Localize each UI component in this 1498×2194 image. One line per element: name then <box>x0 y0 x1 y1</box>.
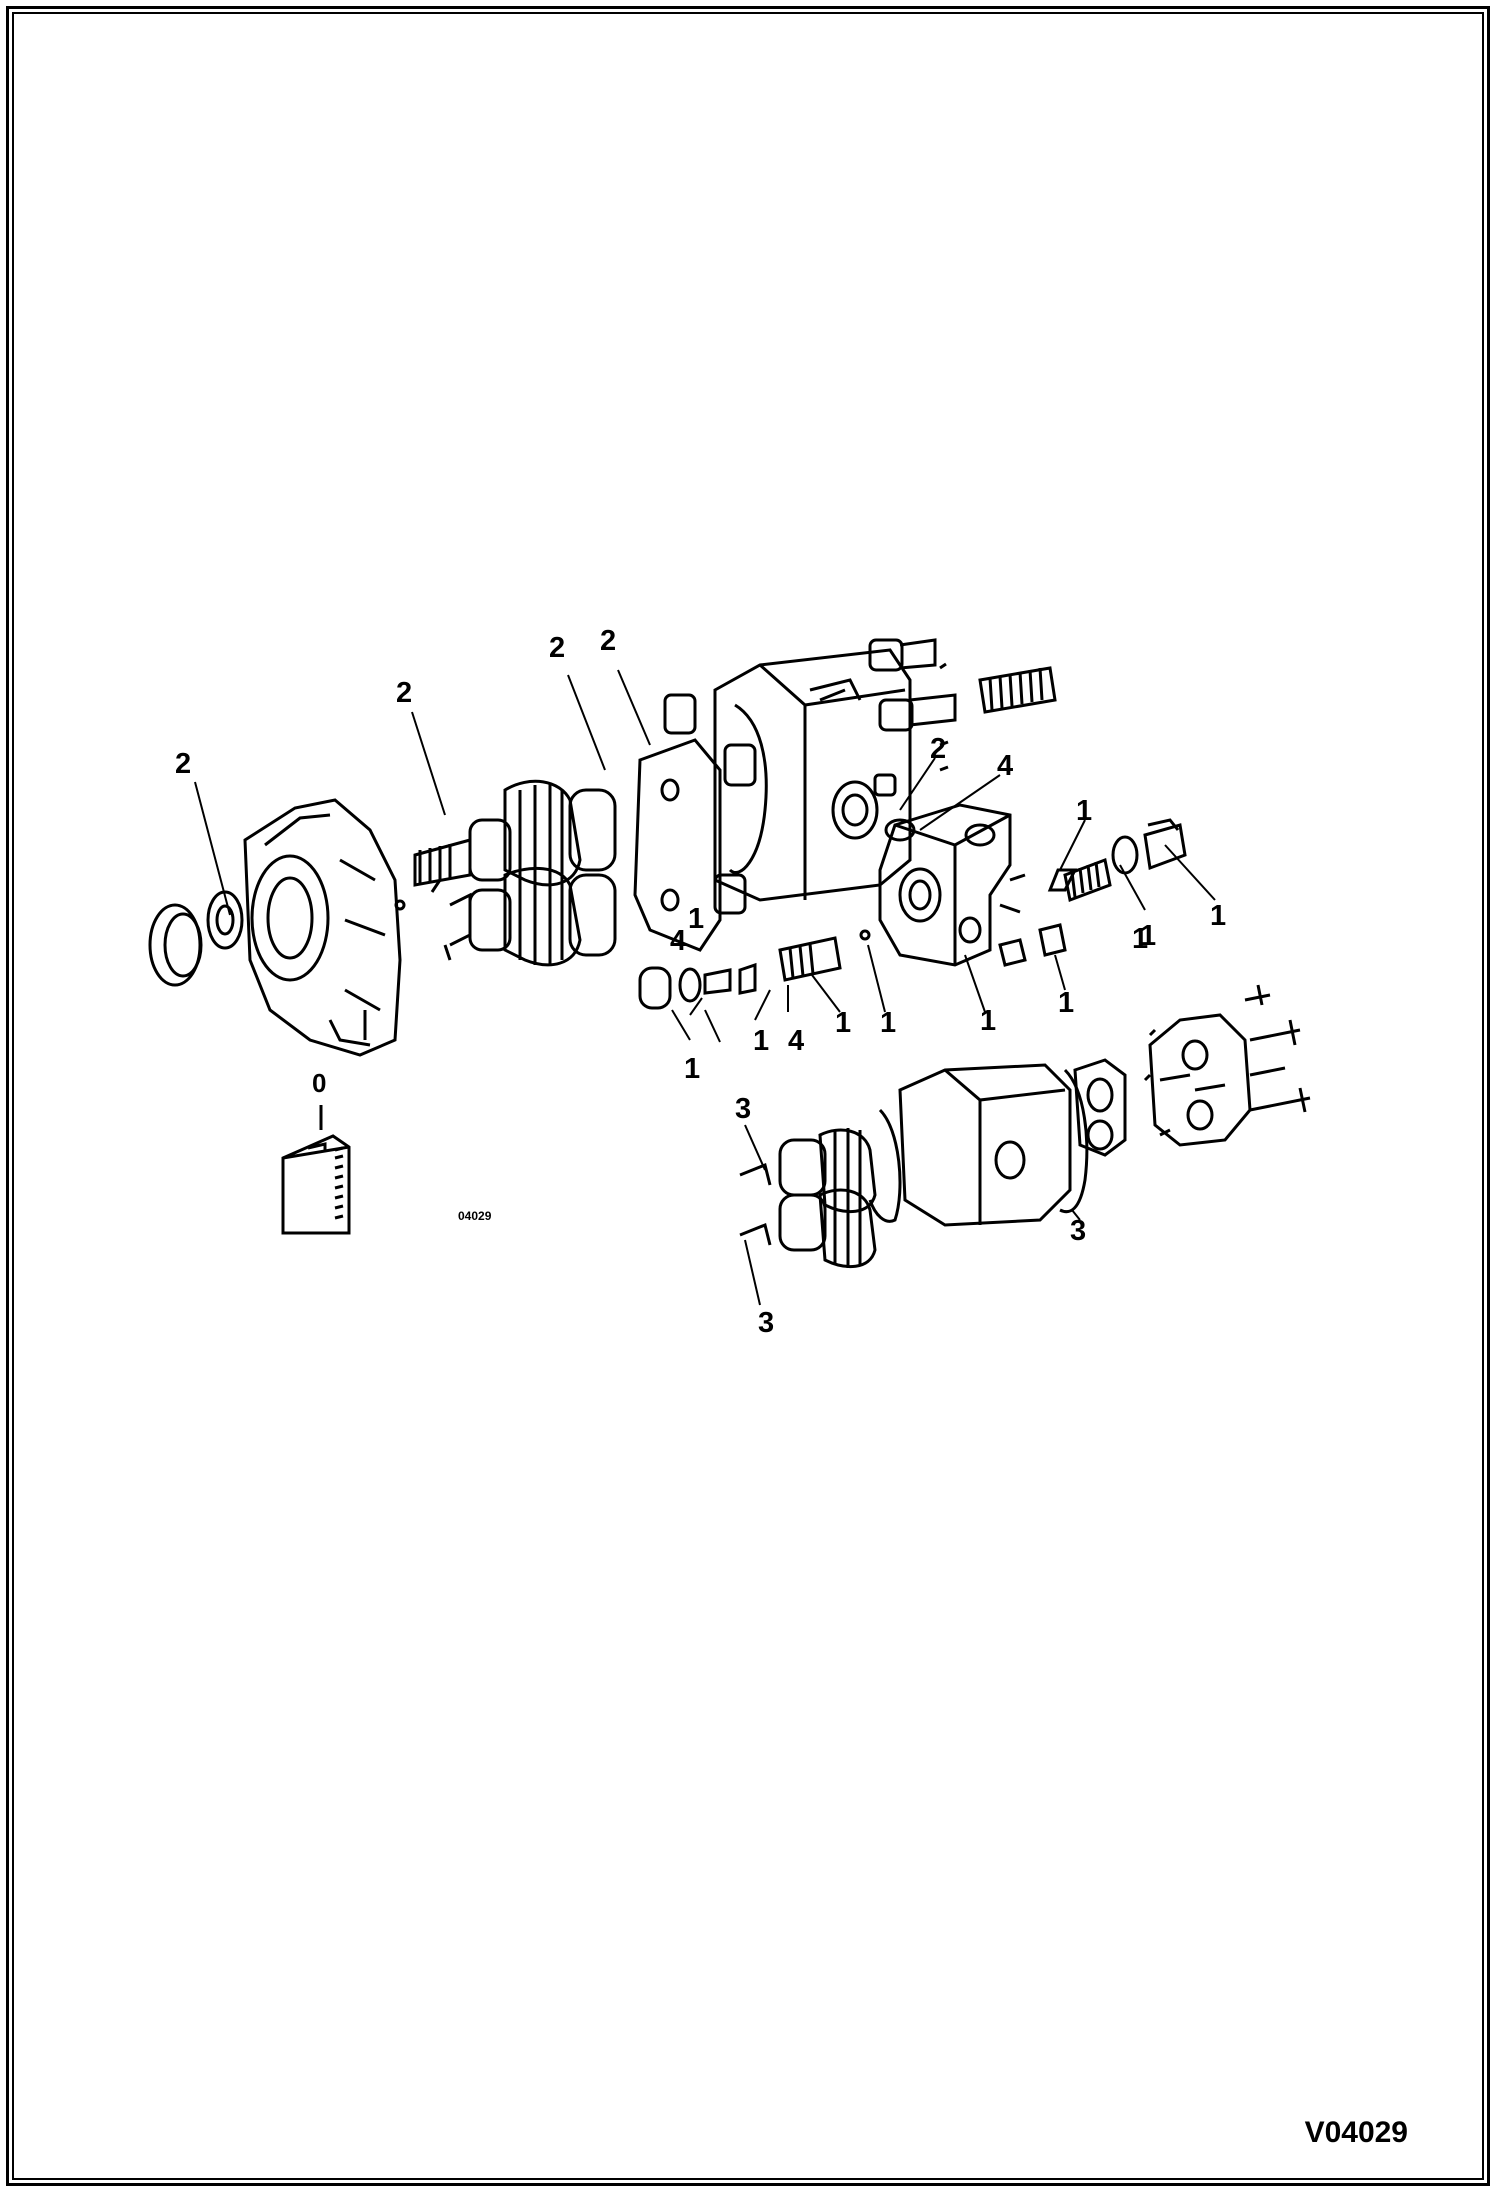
callout-1-fitting: 1 <box>1058 987 1074 1019</box>
callout-4-seal: 4 <box>788 1025 804 1057</box>
callout-1-pin: 1 <box>688 903 704 935</box>
callout-2-gasket: 2 <box>600 625 616 657</box>
callout-4-oring: 4 <box>670 925 686 957</box>
figure-small-label: 04029 <box>458 1209 492 1223</box>
callout-3-clip-lower: 3 <box>758 1307 774 1339</box>
rear-pump-body <box>868 1063 1089 1227</box>
mounting-flange <box>148 798 406 1057</box>
callout-1-spring-top: 1 <box>1076 795 1092 827</box>
gasket <box>633 738 722 952</box>
pump-body <box>713 638 914 902</box>
callout-3-seal-ring: 3 <box>1070 1215 1086 1247</box>
studs-upper <box>899 638 1057 772</box>
drawing-frame-inner <box>12 12 1484 2180</box>
rear-cover <box>1073 984 1311 1157</box>
callout-1-cap: 1 <box>1132 923 1148 955</box>
figure-id-label: V04029 <box>1304 2116 1408 2149</box>
callout-1-spring: 1 <box>1140 920 1156 952</box>
kit-icon-label: 0 <box>312 1068 326 1098</box>
bushings <box>663 693 747 915</box>
callout-1-poppet: 1 <box>835 1007 851 1039</box>
callout-2-flange: 2 <box>175 748 191 780</box>
relief-valve-housing <box>878 803 1026 967</box>
callout-1-plug-left: 1 <box>684 1053 700 1085</box>
callout-1-ball: 1 <box>880 1007 896 1039</box>
callout-2-shaft: 2 <box>396 677 412 709</box>
callout-3-clips: 3 <box>735 1093 751 1125</box>
kit-box-icon <box>281 1105 351 1235</box>
callout-1-seat: 1 <box>753 1025 769 1057</box>
callout-2-body: 2 <box>930 733 946 765</box>
drive-gear-set <box>413 779 617 967</box>
callout-1-housing: 1 <box>980 1005 996 1037</box>
callout-4-valve: 4 <box>997 750 1013 782</box>
callout-2-plate: 2 <box>549 632 565 664</box>
callout-1-plug: 1 <box>1210 900 1226 932</box>
drawing-frame <box>6 6 1490 2186</box>
valve-components <box>638 818 1187 1010</box>
callout-leaders <box>194 669 1216 1306</box>
rear-gear-set <box>739 1128 877 1269</box>
